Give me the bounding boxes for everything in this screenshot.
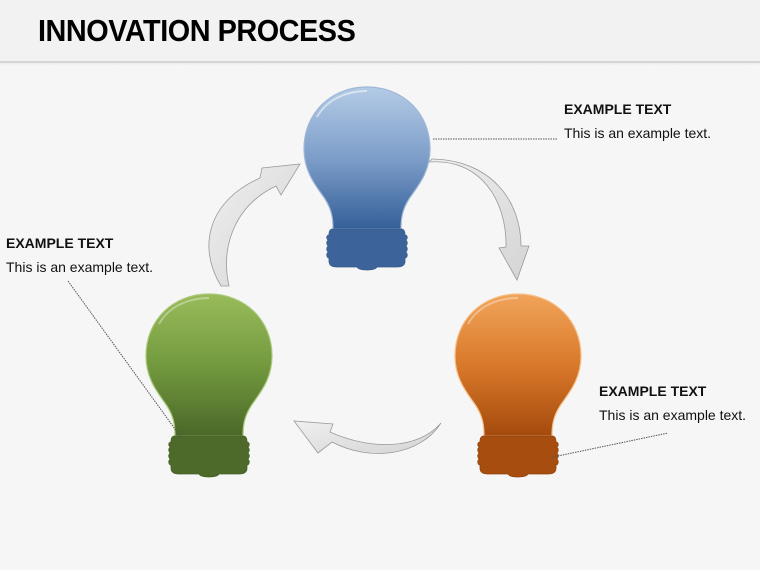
arrow-left-to-top <box>208 163 301 287</box>
page-title: INNOVATION PROCESS <box>38 13 356 48</box>
label-right: EXAMPLE TEXT This is an example text. <box>599 383 746 423</box>
header-bar: INNOVATION PROCESS <box>0 0 760 63</box>
arrow-top-to-right <box>427 158 530 281</box>
label-left-heading: EXAMPLE TEXT <box>6 235 114 251</box>
arrow-right-to-left <box>293 420 442 454</box>
label-top: EXAMPLE TEXT This is an example text. <box>564 101 711 141</box>
leader-line-left <box>67 280 181 437</box>
label-left-body: This is an example text. <box>6 259 154 275</box>
bulb-top-blue <box>303 86 431 271</box>
label-top-heading: EXAMPLE TEXT <box>564 101 672 117</box>
label-top-body: This is an example text. <box>564 125 712 141</box>
bulb-left-green <box>145 293 273 478</box>
bulb-right-base <box>477 435 559 478</box>
label-right-heading: EXAMPLE TEXT <box>599 383 707 399</box>
label-right-body: This is an example text. <box>599 407 747 423</box>
bulb-right-orange <box>454 293 582 478</box>
bulb-top-base <box>326 228 408 271</box>
leader-line-right <box>552 432 669 458</box>
bulb-left-base <box>168 435 250 478</box>
label-left: EXAMPLE TEXT This is an example text. <box>6 235 153 275</box>
